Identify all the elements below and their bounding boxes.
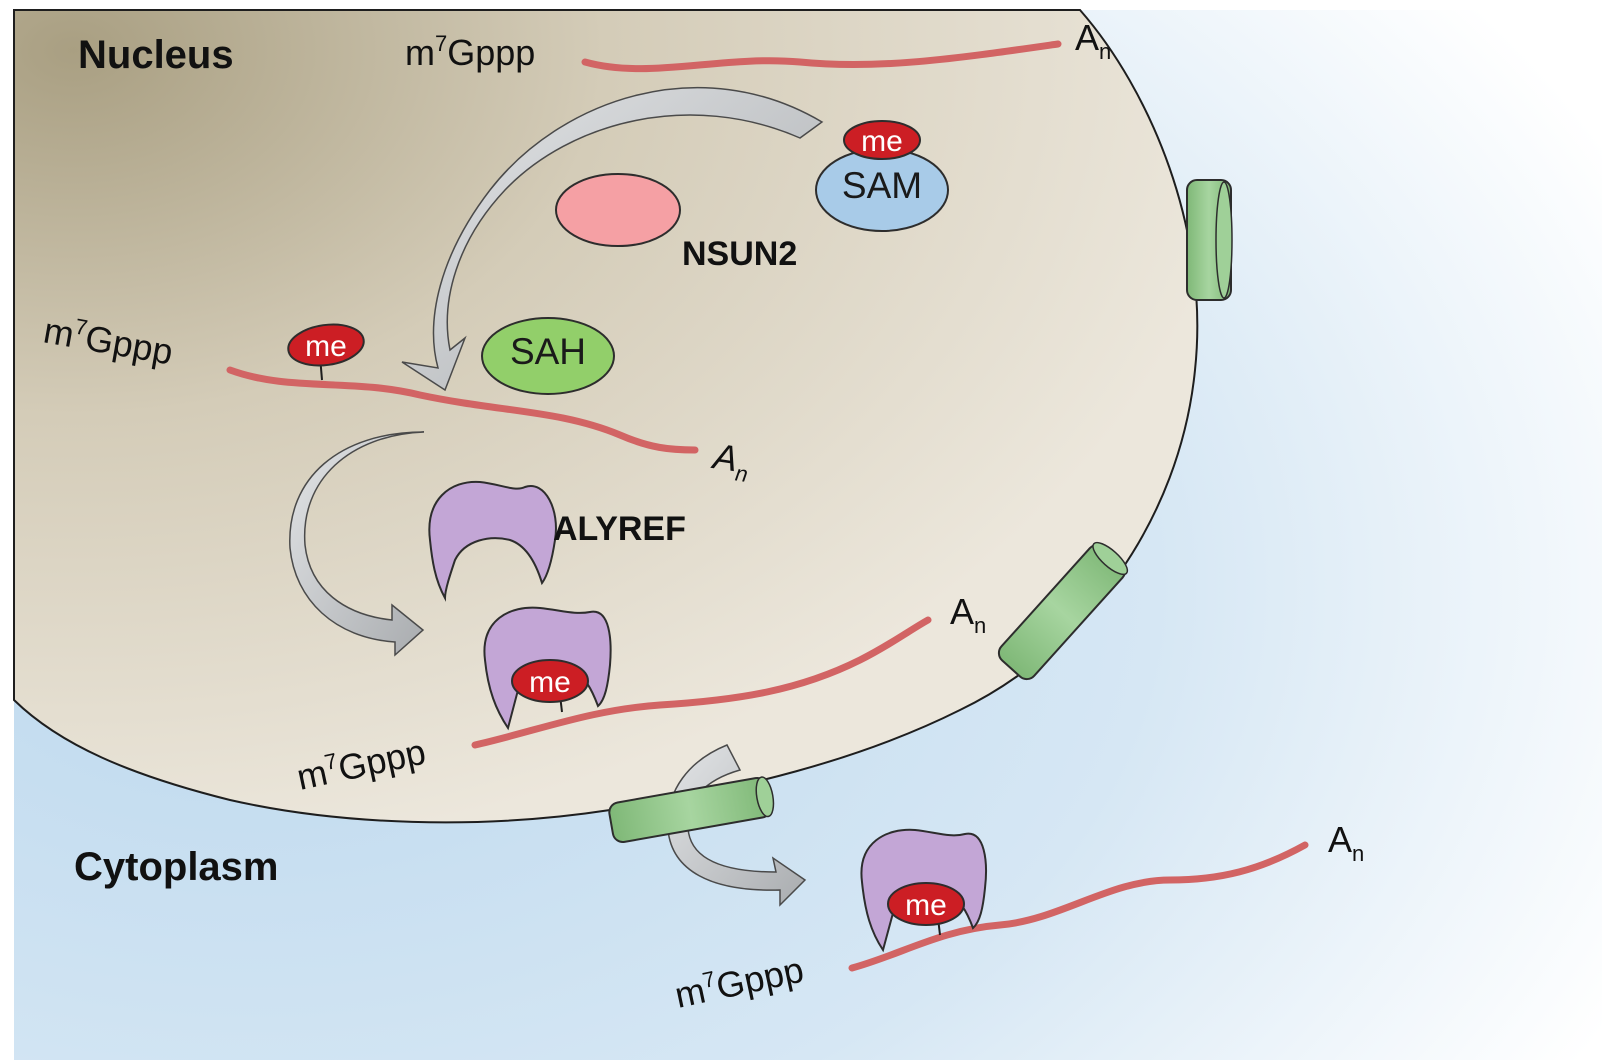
- methyl-group-nuclear: [287, 323, 365, 367]
- sah-molecule: [481, 317, 615, 395]
- mrna-strand-methylated: [226, 366, 699, 454]
- methyl-label-bound-nuclear: me: [529, 666, 571, 699]
- cytoplasm-label: Cytoplasm: [74, 845, 279, 889]
- mrna-strand-alyref-bound: [471, 616, 932, 749]
- methyl-group-bound-nuclear: [511, 659, 589, 703]
- methyl-label-bound-cytoplasmic: me: [905, 889, 947, 922]
- nsun2-label: NSUN2: [682, 235, 797, 273]
- nuclear-pore-right: [1186, 179, 1233, 301]
- mrna-strand-cytoplasmic: [848, 841, 1309, 972]
- nuclear-pore-bottom: [608, 776, 775, 844]
- nucleus-label: Nucleus: [78, 33, 234, 77]
- nuclear-pore-middle: [997, 541, 1129, 681]
- sah-label: SAH: [510, 331, 586, 372]
- cap-label-top: m7Gppp: [405, 31, 535, 73]
- sam-methyl-label: me: [861, 125, 903, 158]
- polya-label-top: An: [1075, 17, 1111, 64]
- sam-methyl-group: [843, 120, 921, 160]
- nsun2-enzyme: [555, 173, 681, 247]
- methyl-label-nuclear: me: [305, 330, 347, 363]
- methyl-group-bound-cytoplasmic: [887, 882, 965, 926]
- mrna-strand-unmodified: [581, 40, 1062, 73]
- alyref-label: ALYREF: [553, 510, 686, 548]
- polya-label-bound-nuclear: An: [950, 591, 986, 638]
- alyref-free: [428, 480, 557, 602]
- methylation-arrow: [401, 86, 824, 392]
- alyref-binding-arrow: [289, 431, 425, 657]
- polya-label-cytoplasmic: An: [1328, 819, 1364, 866]
- sam-label: SAM: [842, 165, 922, 206]
